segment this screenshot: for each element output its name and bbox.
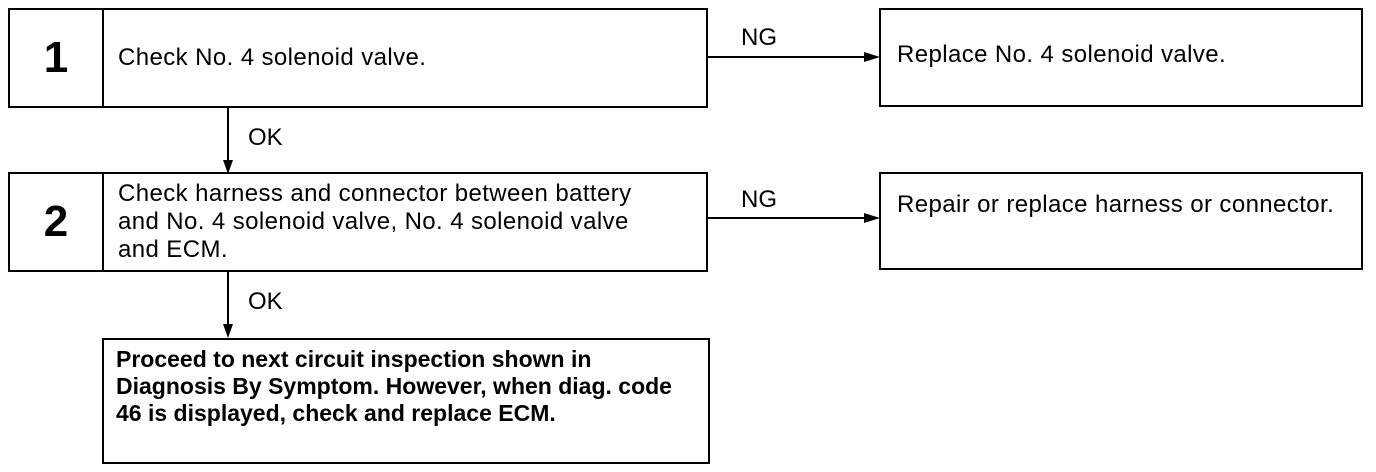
step-2-box: 2 Check harness and connector between ba… <box>8 172 708 272</box>
ok-arrowhead-1 <box>223 160 233 174</box>
result-2-box: Repair or replace harness or connector. <box>879 172 1363 270</box>
ok-arrowhead-2 <box>223 324 233 338</box>
ng-label-2: NG <box>741 186 777 213</box>
ok-label-1: OK <box>248 124 283 151</box>
final-text: Proceed to next circuit inspection shown… <box>116 346 672 426</box>
step-1-number: 1 <box>10 10 104 106</box>
result-1-box: Replace No. 4 solenoid valve. <box>879 8 1363 107</box>
result-1-text: Replace No. 4 solenoid valve. <box>897 41 1227 68</box>
ng-arrowhead-1 <box>864 52 880 62</box>
result-2-text: Repair or replace harness or connector. <box>897 191 1335 218</box>
step-2-text: Check harness and connector between batt… <box>118 180 632 263</box>
step-1-box: 1 Check No. 4 solenoid valve. <box>8 8 708 108</box>
step-2-number: 2 <box>10 174 104 270</box>
ng-arrowhead-2 <box>864 213 880 223</box>
final-box: Proceed to next circuit inspection shown… <box>102 338 710 464</box>
step-1-text: Check No. 4 solenoid valve. <box>118 44 427 71</box>
ok-label-2: OK <box>248 288 283 315</box>
ng-label-1: NG <box>741 24 777 51</box>
